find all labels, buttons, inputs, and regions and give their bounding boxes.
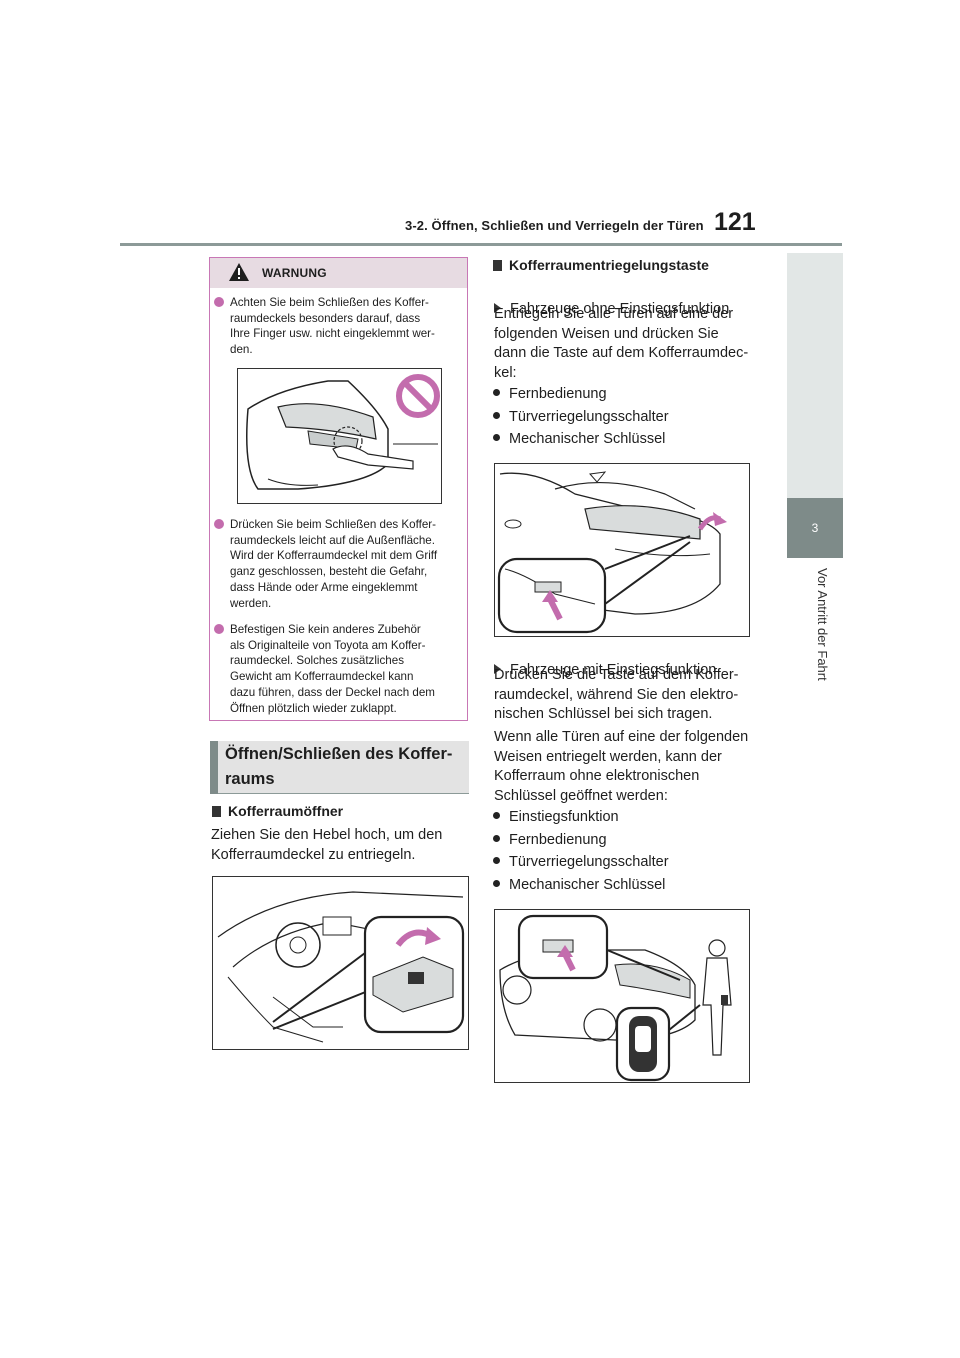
trunk-opener-paragraph: Ziehen Sie den Hebel hoch, um den Koffer… <box>211 827 443 863</box>
square-bullet-icon <box>212 806 221 817</box>
list-item-text: Türverriegelungsschalter <box>509 854 669 870</box>
list-item: Türverriegelungsschalter <box>493 409 669 425</box>
warning-item-text: Drücken Sie beim Schließen des Koffer- r… <box>230 518 438 610</box>
warning-box <box>209 257 468 721</box>
page-number: 121 <box>714 208 756 236</box>
bullet-dot <box>493 835 500 842</box>
prohibited-icon <box>396 374 440 418</box>
list-item-text: Mechanischer Schlüssel <box>509 877 666 893</box>
triangle-bullet-icon <box>494 302 501 313</box>
list-item-text: Mechanischer Schlüssel <box>509 431 666 447</box>
warning-item: Befestigen Sie kein anderes Zubehör als … <box>214 622 462 716</box>
list-item: Mechanischer Schlüssel <box>493 431 665 447</box>
subheading-text: Kofferraumöffner <box>228 803 344 819</box>
list-item: Türverriegelungsschalter <box>493 854 669 870</box>
triangle-bullet-icon <box>494 663 501 674</box>
warning-item-text: Befestigen Sie kein anderes Zubehör als … <box>230 623 435 715</box>
subheading-trunk-release-button: Kofferraumentriegelungstaste <box>493 257 709 273</box>
case-text: Fahrzeuge mit Einstiegsfunktion <box>510 661 717 678</box>
bullet-dot <box>493 389 500 396</box>
list-item: Einstiegsfunktion <box>493 809 619 825</box>
trunk-pinch-drawing <box>246 380 438 490</box>
warning-header <box>210 258 467 288</box>
case-without-smart-entry: Fahrzeuge ohne Einstiegsfunktion <box>494 280 729 319</box>
list-item: Fernbedienung <box>493 386 607 402</box>
list-item-text: Türverriegelungsschalter <box>509 409 669 425</box>
bullet-dot <box>214 519 224 529</box>
interior-drawing <box>217 891 465 1043</box>
warning-triangle-icon <box>229 263 249 281</box>
warning-title: WARNUNG <box>262 266 327 280</box>
bullet-dot <box>493 434 500 441</box>
paragraph-press-button: Drücken Sie die Taste auf dem Koffer- ra… <box>494 667 739 722</box>
running-header-title: 3-2. Öffnen, Schließen und Verriegeln de… <box>405 218 704 233</box>
bullet-dot <box>493 880 500 887</box>
paragraph-unlock-methods: Entriegeln Sie alle Türen auf eine der f… <box>494 306 749 381</box>
section-title: Öffnen/Schließen des Koffer- raums <box>225 745 453 788</box>
bullet-dot <box>214 624 224 634</box>
trunk-release-button-illustration <box>494 463 750 637</box>
section-header <box>210 741 469 794</box>
list-item-text: Einstiegsfunktion <box>509 809 619 825</box>
subheading-text: Kofferraumentriegelungstaste <box>509 257 709 273</box>
case-text: Fahrzeuge ohne Einstiegsfunktion <box>510 300 730 317</box>
chapter-tab: 3 <box>787 498 843 558</box>
bullet-dot <box>493 812 500 819</box>
bullet-dot <box>493 857 500 864</box>
warning-item: Drücken Sie beim Schließen des Koffer- r… <box>214 517 462 611</box>
square-bullet-icon <box>493 260 502 271</box>
warning-item-text: Achten Sie beim Schließen des Koffer- ra… <box>230 296 435 357</box>
chapter-label: Vor Antritt der Fahrt <box>815 568 830 681</box>
warning-item: Achten Sie beim Schließen des Koffer- ra… <box>214 295 462 358</box>
paragraph-unlock-without-key: Wenn alle Türen auf eine der folgenden W… <box>494 729 749 804</box>
car-rear-drawing <box>497 471 727 634</box>
car-person-drawing <box>499 914 732 1082</box>
header-rule <box>120 243 842 246</box>
bullet-dot <box>214 297 224 307</box>
subheading-trunk-opener: Kofferraumöffner <box>212 803 343 819</box>
case-with-smart-entry: Fahrzeuge mit Einstiegsfunktion <box>494 641 716 680</box>
bullet-dot <box>493 412 500 419</box>
list-item-text: Fernbedienung <box>509 386 607 402</box>
list-item-text: Fernbedienung <box>509 832 607 848</box>
trunk-pinch-illustration <box>237 368 442 504</box>
list-item: Mechanischer Schlüssel <box>493 877 665 893</box>
trunk-opener-lever-illustration <box>212 876 469 1050</box>
side-tab-strip <box>787 253 843 498</box>
list-item: Fernbedienung <box>493 832 607 848</box>
smart-key-trunk-illustration <box>494 909 750 1083</box>
section-header-accent <box>210 741 218 794</box>
